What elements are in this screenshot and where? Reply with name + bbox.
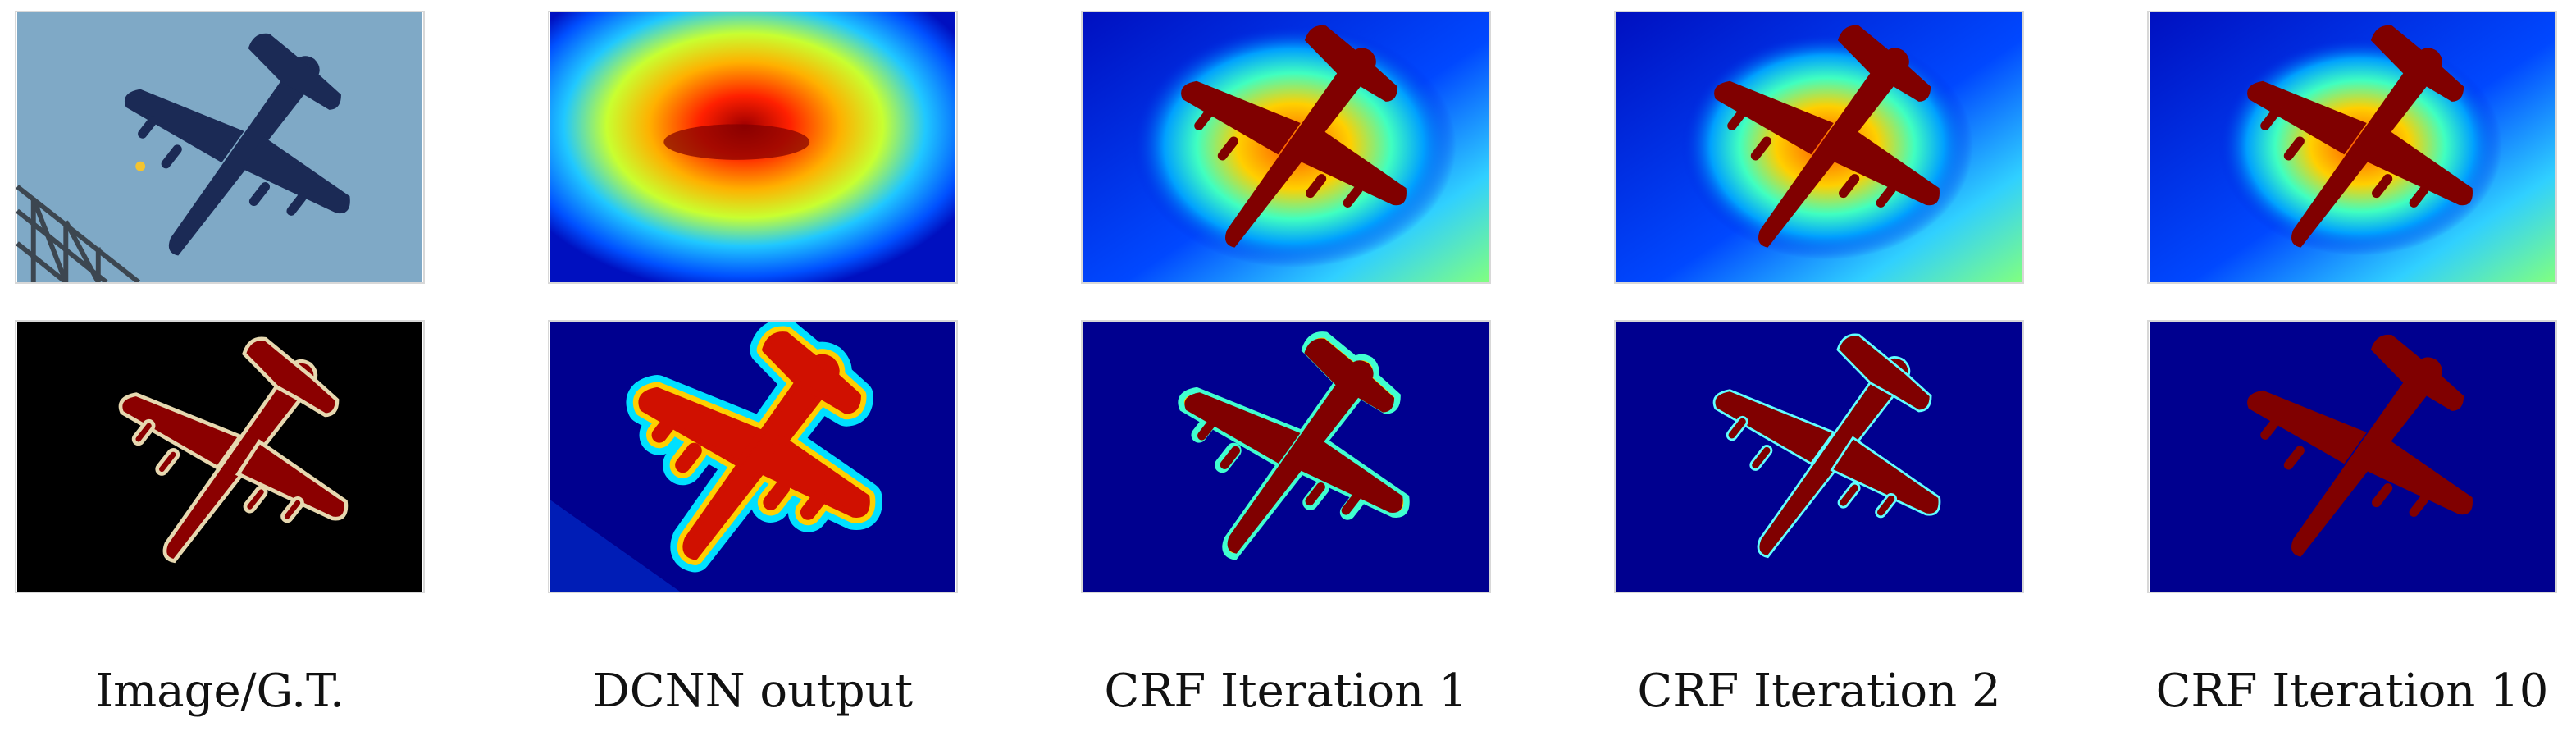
dcnn-object-map (550, 322, 955, 592)
input-image-panel (15, 11, 425, 284)
crf-iter10-mask-panel (2147, 320, 2557, 593)
caption-crf-iteration-1: CRF Iteration 1 (1104, 665, 1468, 718)
caption-image-gt: Image/G.T. (95, 665, 344, 718)
crf-iter1-panel (1081, 11, 1491, 284)
crf-iter2-object-map (1616, 322, 2022, 592)
crf-iter10-belief-map (2150, 12, 2555, 282)
crf-iter1-mask-panel (1081, 320, 1491, 593)
crf-iter2-belief-map (1616, 12, 2022, 282)
crf-iter10-object-map (2150, 322, 2555, 592)
dcnn-output-mask-panel (548, 320, 958, 593)
dcnn-score-map (550, 12, 955, 282)
caption-dcnn-output: DCNN output (592, 665, 914, 718)
ground-truth-panel (15, 320, 425, 593)
dcnn-output-panel (548, 11, 958, 284)
crf-iter10-panel (2147, 11, 2557, 284)
caption-crf-iteration-2: CRF Iteration 2 (1637, 665, 2001, 718)
caption-crf-iteration-10: CRF Iteration 10 (2155, 665, 2549, 718)
ground-truth-mask (17, 322, 422, 592)
crf-iter2-panel (1614, 11, 2024, 284)
crf-iter1-belief-map (1083, 12, 1489, 282)
crf-iter2-mask-panel (1614, 320, 2024, 593)
airplane-photo (16, 12, 422, 282)
crf-iter1-object-map (1083, 322, 1489, 592)
